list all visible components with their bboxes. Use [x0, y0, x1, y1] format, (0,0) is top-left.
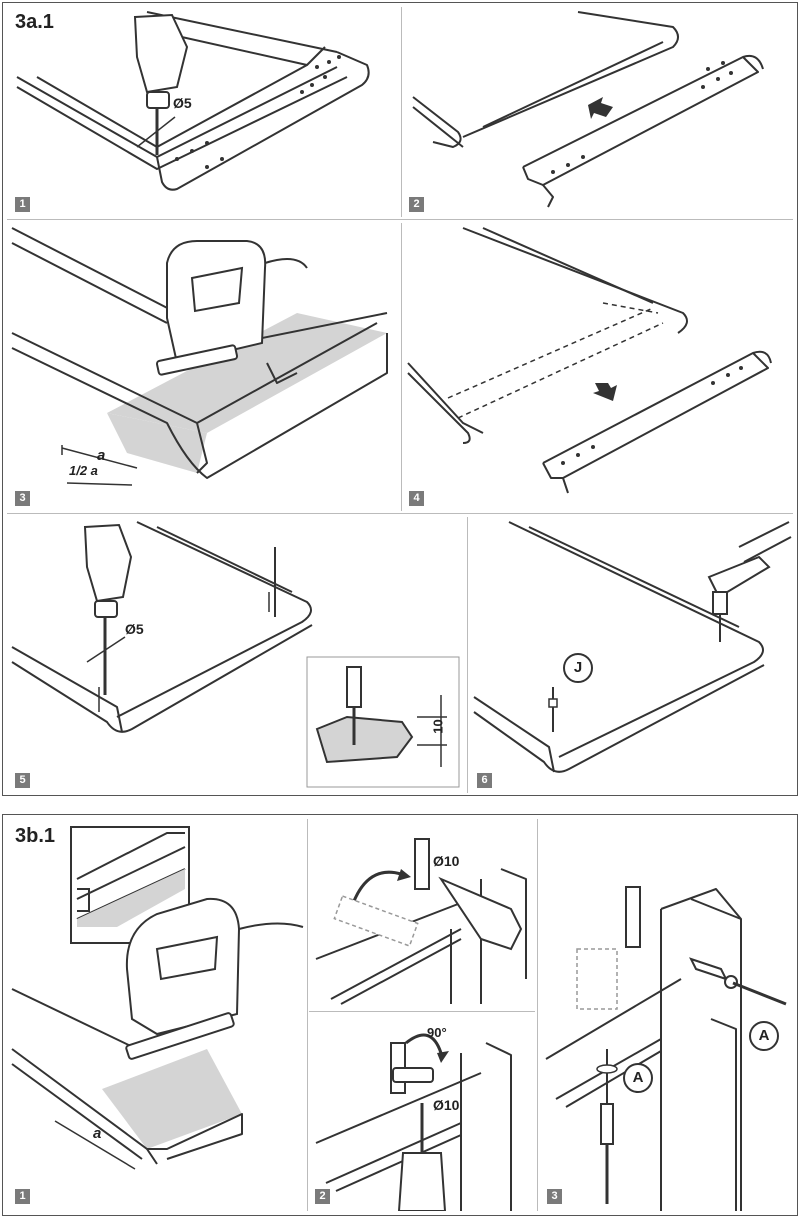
divider — [537, 819, 538, 1211]
step-badge: 1 — [15, 197, 30, 212]
frame-drilling-illustration — [16, 11, 370, 191]
panel-3a1-step6: J 6 — [469, 517, 793, 793]
panel-3a1-step1: Ø5 1 — [7, 7, 399, 217]
divider — [309, 1011, 535, 1012]
part-A-callout-wall: A — [623, 1063, 653, 1093]
step-badge: 5 — [15, 773, 30, 788]
section-3a1: 3a.1 — [2, 2, 798, 796]
panel-3b1-step2-top: Ø10 — [311, 819, 535, 1009]
panel-3a1-step5: Ø5 10 5 — [7, 517, 465, 793]
profile-cut-illustration — [11, 826, 304, 1170]
panel-3b1-step3: A A 3 — [541, 819, 793, 1211]
step-badge: 3 — [547, 1189, 562, 1204]
section-title: 3a.1 — [15, 11, 54, 33]
dimension-a-label: a — [93, 1125, 102, 1142]
riveting-illustration — [473, 521, 792, 773]
step-badge: 6 — [477, 773, 492, 788]
divider — [467, 517, 468, 793]
part-A-callout-side: A — [749, 1021, 779, 1051]
jigsaw-cutting-illustration — [11, 227, 388, 486]
diameter-label: Ø5 — [125, 621, 144, 637]
divider — [7, 219, 793, 220]
step-badge: 2 — [409, 197, 424, 212]
section-title: 3b.1 — [15, 825, 56, 847]
part-J-callout: J — [563, 653, 593, 683]
step-badge: 3 — [15, 491, 30, 506]
divider — [401, 223, 402, 511]
divider — [7, 513, 793, 514]
panel-3a1-step4: 4 — [403, 223, 793, 511]
step-badge: 1 — [15, 1189, 30, 1204]
rotation-angle-label: 90° — [427, 1025, 447, 1040]
bracket-fixing-illustration — [545, 886, 787, 1211]
dimension-a-label: a — [97, 447, 106, 464]
dimension-half-a-label: 1/2 a — [69, 463, 98, 478]
profile-insertion-illustration — [407, 227, 772, 494]
panel-3a1-step3: a 1/2 a 3 — [7, 223, 399, 511]
diameter-label: Ø10 — [433, 1097, 460, 1113]
depth-label: 10 — [430, 719, 446, 734]
divider — [307, 819, 308, 1211]
bracket-drilling-illustration — [315, 838, 527, 1005]
panel-3a1-step2: 2 — [403, 7, 793, 217]
step-badge: 4 — [409, 491, 424, 506]
section-3b1: 3b.1 — [2, 814, 798, 1216]
diameter-label: Ø5 — [173, 95, 192, 111]
bracket-rotate-illustration — [315, 1033, 512, 1211]
profile-removal-illustration — [412, 11, 764, 208]
drilling-holes-illustration — [11, 521, 460, 788]
divider — [401, 7, 402, 217]
panel-3b1-step2-bottom: 90° Ø10 2 — [311, 1013, 535, 1211]
diameter-label: Ø10 — [433, 853, 460, 869]
panel-3b1-step1: a 1 — [7, 819, 305, 1211]
step-badge: 2 — [315, 1189, 330, 1204]
